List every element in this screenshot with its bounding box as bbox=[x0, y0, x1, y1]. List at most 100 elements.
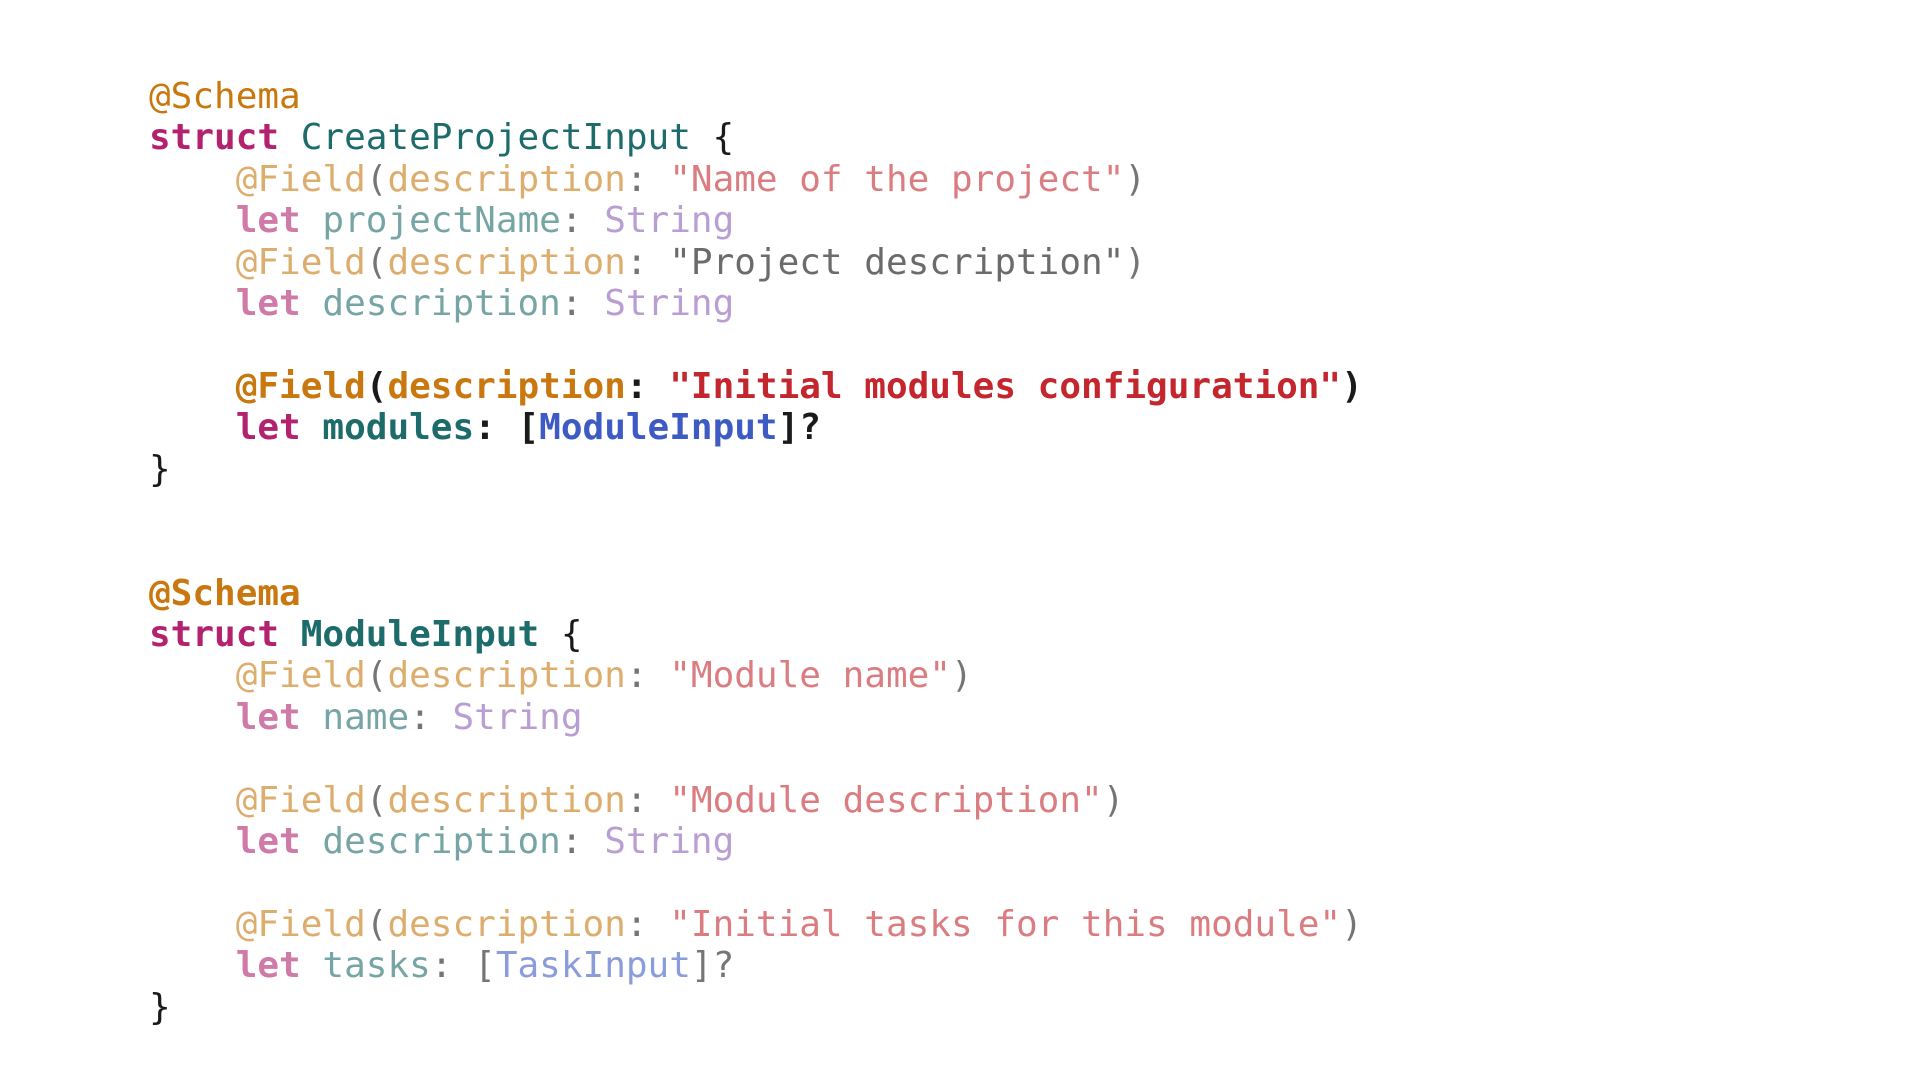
code-token-stype: String bbox=[604, 282, 735, 324]
code-token-ws bbox=[279, 614, 301, 655]
code-line: @Field(description: "Module name") bbox=[149, 655, 1363, 696]
code-token-kw: let bbox=[235, 200, 301, 242]
code-token-ident: tasks bbox=[322, 945, 431, 987]
code-token-punct: ( bbox=[365, 655, 388, 697]
code-token-gstring: "Project description" bbox=[669, 241, 1125, 283]
code-token-ws bbox=[149, 780, 236, 821]
code-line: } bbox=[149, 987, 1363, 1028]
code-token-ws bbox=[301, 283, 323, 324]
code-token-string: "Module description" bbox=[669, 779, 1103, 821]
code-token-ws bbox=[149, 655, 236, 696]
code-token-string: "Initial tasks for this module" bbox=[669, 903, 1342, 945]
code-token-punct: ) bbox=[1124, 241, 1147, 283]
code-line: @Field(description: "Project description… bbox=[149, 242, 1363, 283]
code-token-ws bbox=[301, 697, 323, 738]
code-token-punct: ) bbox=[1102, 779, 1125, 821]
code-token-attr: @Field bbox=[235, 655, 366, 697]
code-token-ws bbox=[149, 904, 236, 945]
code-token-punct: ) bbox=[1341, 365, 1363, 407]
code-token-ws bbox=[301, 200, 323, 241]
code-token-ws bbox=[149, 159, 236, 200]
code-token-ws bbox=[149, 366, 236, 407]
code-token-type: ModuleInput bbox=[300, 614, 540, 656]
code-line bbox=[149, 324, 1363, 365]
code-token-punct: } bbox=[149, 986, 171, 1028]
code-line: @Schema bbox=[149, 573, 1363, 614]
code-token-kw: let bbox=[235, 821, 301, 863]
code-line bbox=[149, 531, 1363, 572]
code-token-punct: { bbox=[690, 117, 735, 159]
code-token-label: description bbox=[387, 903, 626, 945]
code-token-type: CreateProjectInput bbox=[300, 117, 691, 159]
code-token-punct: : bbox=[625, 655, 670, 697]
code-token-kw: let bbox=[235, 282, 301, 324]
code-token-kw: let bbox=[235, 696, 301, 738]
code-token-punct: : bbox=[409, 696, 453, 738]
code-token-ws bbox=[149, 821, 236, 862]
code-token-ws bbox=[301, 407, 323, 448]
code-token-label: description bbox=[387, 779, 626, 821]
code-line: let modules: [ModuleInput]? bbox=[149, 407, 1363, 448]
code-token-punct: : bbox=[625, 241, 670, 283]
code-token-ident: name bbox=[322, 696, 410, 738]
code-token-attr: @Field bbox=[235, 158, 366, 200]
code-token-ident: projectName bbox=[322, 200, 561, 242]
code-token-ws bbox=[149, 407, 236, 448]
code-token-ws bbox=[149, 283, 236, 324]
code-token-attr: @Field bbox=[235, 241, 366, 283]
code-token-punct: ( bbox=[365, 779, 388, 821]
code-token-punct: : bbox=[625, 903, 670, 945]
code-line: @Field(description: "Module description"… bbox=[149, 780, 1363, 821]
code-token-label: description bbox=[387, 655, 626, 697]
code-token-stype: String bbox=[604, 200, 735, 242]
code-line: @Field(description: "Initial tasks for t… bbox=[149, 904, 1363, 945]
code-line: } bbox=[149, 449, 1363, 490]
code-token-kw: let bbox=[235, 945, 301, 987]
code-token-kw: let bbox=[235, 407, 301, 449]
code-token-ident: modules bbox=[322, 407, 475, 449]
code-line: struct ModuleInput { bbox=[149, 614, 1363, 655]
code-token-ws bbox=[301, 821, 323, 862]
code-token-punct: ( bbox=[365, 365, 388, 407]
code-token-ws bbox=[149, 242, 236, 283]
code-token-stype: String bbox=[604, 821, 735, 863]
code-token-attr: @Field bbox=[235, 903, 366, 945]
code-token-attr: @Schema bbox=[149, 76, 301, 117]
code-token-punct: } bbox=[149, 448, 171, 490]
code-line: @Field(description: "Initial modules con… bbox=[149, 366, 1363, 407]
code-line: let name: String bbox=[149, 697, 1363, 738]
code-line: let projectName: String bbox=[149, 200, 1363, 241]
code-line bbox=[149, 490, 1363, 531]
code-line: @Field(description: "Name of the project… bbox=[149, 159, 1363, 200]
code-line: let description: String bbox=[149, 821, 1363, 862]
code-token-punct: ) bbox=[1124, 158, 1147, 200]
code-token-stype: String bbox=[452, 696, 583, 738]
code-token-punct: : bbox=[625, 158, 670, 200]
code-token-attr: @Schema bbox=[149, 572, 301, 614]
code-line: let tasks: [TaskInput]? bbox=[149, 945, 1363, 986]
code-token-punct: ]? bbox=[690, 945, 735, 987]
code-token-attr: @Field bbox=[235, 779, 366, 821]
code-token-punct: : bbox=[625, 779, 670, 821]
code-token-ws bbox=[149, 200, 236, 241]
code-line: struct CreateProjectInput { bbox=[149, 117, 1363, 158]
code-line bbox=[149, 862, 1363, 903]
code-line bbox=[149, 738, 1363, 779]
code-token-ws bbox=[149, 697, 236, 738]
code-token-ident: description bbox=[322, 821, 561, 863]
code-token-punct: ( bbox=[365, 241, 388, 283]
code-token-label: description bbox=[387, 158, 626, 200]
code-token-punct: ) bbox=[1341, 903, 1363, 945]
code-token-label: description bbox=[387, 365, 626, 407]
code-token-string: "Name of the project" bbox=[669, 158, 1125, 200]
code-token-kw: struct bbox=[149, 614, 280, 656]
code-token-string: "Initial modules configuration" bbox=[669, 365, 1342, 407]
code-token-cls: ModuleInput bbox=[539, 407, 778, 449]
code-token-punct: { bbox=[539, 614, 583, 656]
code-token-punct: : [ bbox=[474, 407, 540, 449]
code-token-string: "Module name" bbox=[669, 655, 951, 697]
code-token-label: description bbox=[387, 241, 626, 283]
code-token-punct: ( bbox=[365, 903, 388, 945]
code-token-punct: : bbox=[625, 365, 670, 407]
